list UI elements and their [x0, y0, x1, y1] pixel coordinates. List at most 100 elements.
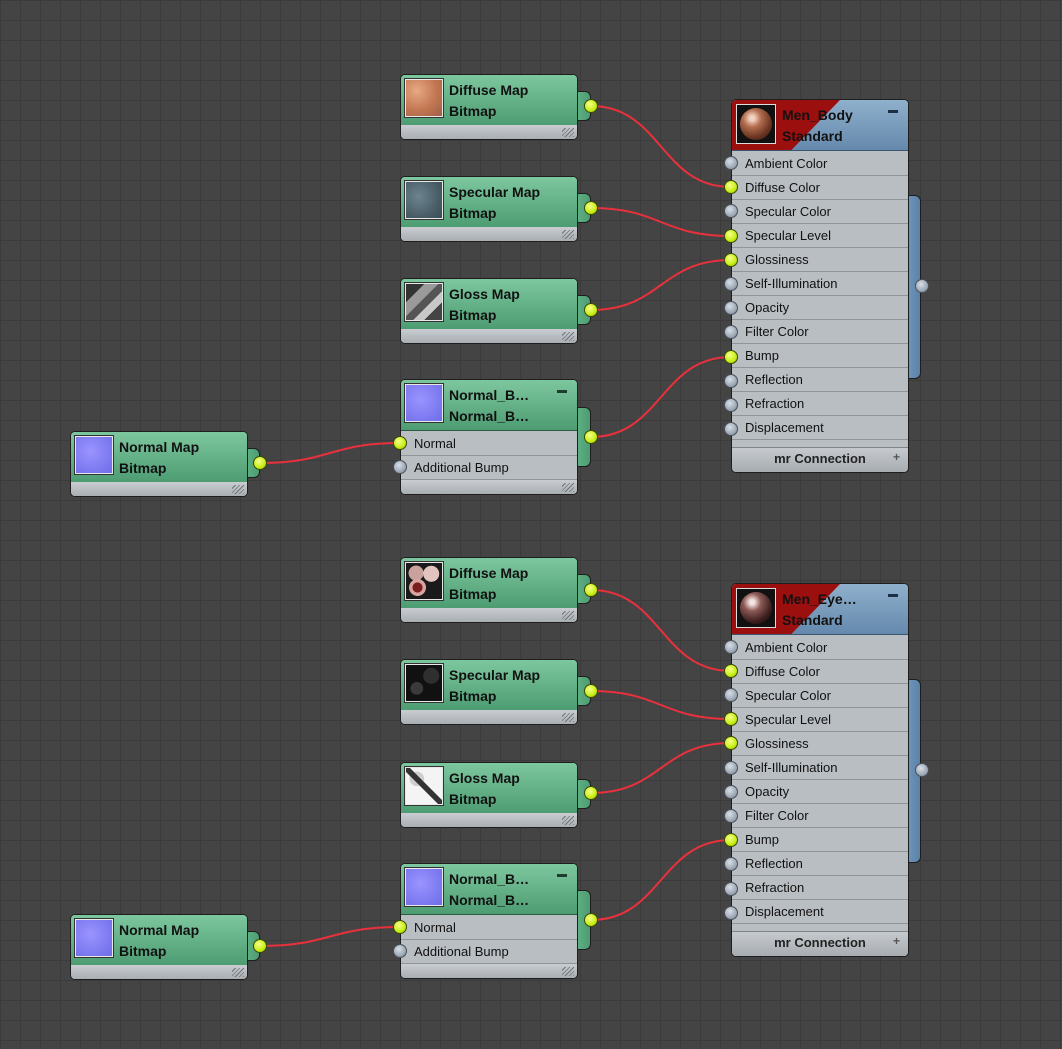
mr-connection-bar[interactable]: mr Connection+: [732, 447, 908, 472]
slot-specular-color[interactable]: Specular Color: [732, 200, 908, 224]
slot-socket[interactable]: [724, 761, 738, 775]
output-socket[interactable]: [584, 684, 598, 698]
slot-socket[interactable]: [724, 325, 738, 339]
resize-grip-icon[interactable]: [562, 230, 574, 239]
slot-specular-color[interactable]: Specular Color: [732, 684, 908, 708]
resize-grip-icon[interactable]: [562, 713, 574, 722]
gloss-map-node[interactable]: Gloss Map Bitmap: [400, 762, 578, 828]
resize-grip-icon[interactable]: [562, 816, 574, 825]
connection-wire[interactable]: [590, 589, 732, 672]
input-socket-additional-bump[interactable]: [393, 460, 407, 474]
slot-displacement[interactable]: Displacement: [732, 900, 908, 924]
slot-self-illumination[interactable]: Self-Illumination: [732, 756, 908, 780]
slot-glossiness[interactable]: Glossiness: [732, 732, 908, 756]
material-output-socket[interactable]: [915, 279, 929, 293]
input-row-normal[interactable]: Normal: [401, 432, 577, 456]
slot-socket[interactable]: [724, 350, 738, 364]
slot-socket[interactable]: [724, 374, 738, 388]
connection-wire[interactable]: [590, 105, 732, 188]
slot-glossiness[interactable]: Glossiness: [732, 248, 908, 272]
slot-socket[interactable]: [724, 229, 738, 243]
slot-socket[interactable]: [724, 204, 738, 218]
collapse-icon[interactable]: [557, 390, 567, 393]
input-socket-normal[interactable]: [393, 436, 407, 450]
normal-map-node[interactable]: Normal Map Bitmap: [70, 914, 248, 980]
slot-diffuse-color[interactable]: Diffuse Color: [732, 660, 908, 684]
resize-grip-icon[interactable]: [562, 483, 574, 492]
normal-map-node[interactable]: Normal Map Bitmap: [70, 431, 248, 497]
connection-wire[interactable]: [590, 259, 732, 311]
connection-wire[interactable]: [590, 207, 732, 237]
input-row-normal[interactable]: Normal: [401, 916, 577, 940]
slot-socket[interactable]: [724, 688, 738, 702]
resize-grip-icon[interactable]: [232, 968, 244, 977]
specular-map-node[interactable]: Specular Map Bitmap: [400, 659, 578, 725]
slot-socket[interactable]: [724, 156, 738, 170]
slot-refraction[interactable]: Refraction: [732, 392, 908, 416]
slot-ambient-color[interactable]: Ambient Color: [732, 636, 908, 660]
output-socket[interactable]: [584, 583, 598, 597]
slot-socket[interactable]: [724, 422, 738, 436]
resize-grip-icon[interactable]: [562, 128, 574, 137]
slot-reflection[interactable]: Reflection: [732, 368, 908, 392]
connection-wire[interactable]: [590, 690, 732, 720]
slot-socket[interactable]: [724, 906, 738, 920]
slot-socket[interactable]: [724, 712, 738, 726]
slot-socket[interactable]: [724, 785, 738, 799]
slot-reflection[interactable]: Reflection: [732, 852, 908, 876]
gloss-map-node[interactable]: Gloss Map Bitmap: [400, 278, 578, 344]
slot-socket[interactable]: [724, 301, 738, 315]
slot-socket[interactable]: [724, 398, 738, 412]
input-socket-normal[interactable]: [393, 920, 407, 934]
slot-filter-color[interactable]: Filter Color: [732, 804, 908, 828]
connection-wire[interactable]: [259, 442, 401, 464]
slot-self-illumination[interactable]: Self-Illumination: [732, 272, 908, 296]
output-socket[interactable]: [253, 939, 267, 953]
slot-socket[interactable]: [724, 736, 738, 750]
slot-socket[interactable]: [724, 180, 738, 194]
slot-filter-color[interactable]: Filter Color: [732, 320, 908, 344]
output-socket[interactable]: [584, 430, 598, 444]
connection-wire[interactable]: [590, 356, 732, 438]
expand-plus-icon[interactable]: +: [892, 934, 900, 948]
slot-socket[interactable]: [724, 640, 738, 654]
slot-socket[interactable]: [724, 664, 738, 678]
input-row-additional-bump[interactable]: Additional Bump: [401, 456, 577, 480]
output-socket[interactable]: [584, 913, 598, 927]
expand-plus-icon[interactable]: +: [892, 450, 900, 464]
resize-grip-icon[interactable]: [232, 485, 244, 494]
slot-bump[interactable]: Bump: [732, 828, 908, 852]
normal-bump-node[interactable]: Normal_B… Normal_B… Normal Additional Bu…: [400, 379, 578, 495]
slot-displacement[interactable]: Displacement: [732, 416, 908, 440]
connection-wire[interactable]: [590, 839, 732, 921]
slot-socket[interactable]: [724, 833, 738, 847]
slot-diffuse-color[interactable]: Diffuse Color: [732, 176, 908, 200]
collapse-icon[interactable]: [888, 594, 898, 597]
slot-refraction[interactable]: Refraction: [732, 876, 908, 900]
resize-grip-icon[interactable]: [562, 332, 574, 341]
slot-specular-level[interactable]: Specular Level: [732, 708, 908, 732]
output-socket[interactable]: [584, 786, 598, 800]
input-socket-additional-bump[interactable]: [393, 944, 407, 958]
input-row-additional-bump[interactable]: Additional Bump: [401, 940, 577, 964]
diffuse-map-node[interactable]: Diffuse Map Bitmap: [400, 557, 578, 623]
output-socket[interactable]: [584, 303, 598, 317]
normal-bump-node[interactable]: Normal_B… Normal_B… Normal Additional Bu…: [400, 863, 578, 979]
material-node-men-body[interactable]: Men_Body Standard Ambient Color Diffuse …: [731, 99, 909, 473]
resize-grip-icon[interactable]: [562, 967, 574, 976]
material-output-socket[interactable]: [915, 763, 929, 777]
output-socket[interactable]: [584, 201, 598, 215]
slot-opacity[interactable]: Opacity: [732, 296, 908, 320]
connection-wire[interactable]: [259, 926, 401, 947]
slot-opacity[interactable]: Opacity: [732, 780, 908, 804]
collapse-icon[interactable]: [888, 110, 898, 113]
slot-socket[interactable]: [724, 277, 738, 291]
slot-ambient-color[interactable]: Ambient Color: [732, 152, 908, 176]
mr-connection-bar[interactable]: mr Connection+: [732, 931, 908, 956]
slot-socket[interactable]: [724, 809, 738, 823]
output-socket[interactable]: [253, 456, 267, 470]
slot-bump[interactable]: Bump: [732, 344, 908, 368]
slot-socket[interactable]: [724, 857, 738, 871]
slot-socket[interactable]: [724, 253, 738, 267]
output-socket[interactable]: [584, 99, 598, 113]
